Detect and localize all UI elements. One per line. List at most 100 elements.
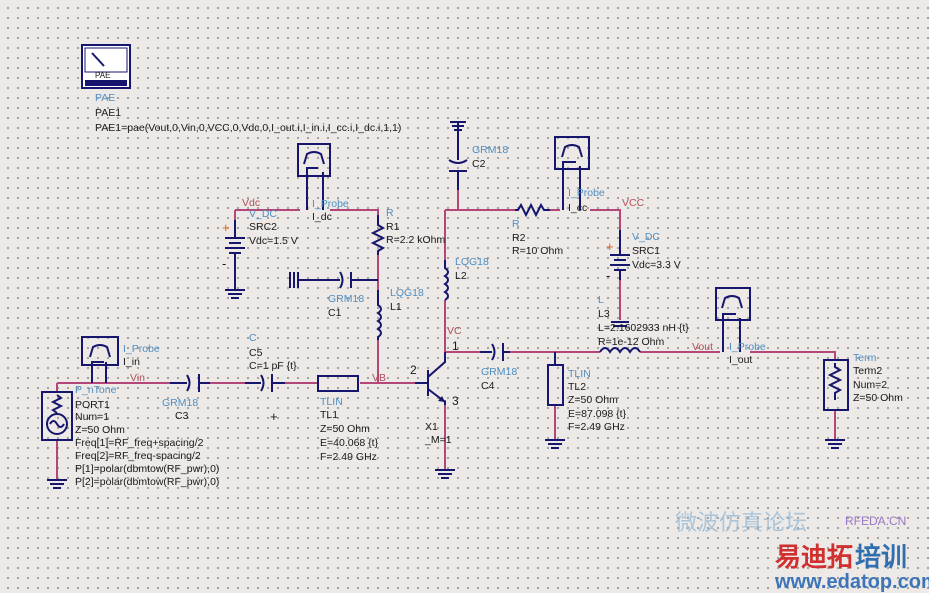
probe-in-name: I_in [123, 356, 140, 368]
r1-value: R=2.2 kOhm [386, 234, 445, 246]
tl2-name: TL2 [568, 381, 586, 393]
c5-value: C=1 pF {t} [249, 360, 297, 372]
minus-marker: - [606, 268, 610, 283]
probe-cc-name: I_cc [568, 202, 587, 214]
resistor-r1[interactable] [370, 215, 386, 255]
src2-name: SRC2 [249, 221, 277, 233]
port1-source[interactable] [41, 391, 73, 441]
l3-value: L=2.1602933 nH {t} [598, 322, 689, 334]
l1-name: L1 [390, 301, 402, 313]
src2-value: Vdc=1.5 V [249, 235, 298, 247]
probe-cc[interactable] [554, 136, 590, 210]
c3-type: GRM18 [162, 397, 198, 409]
tl2-f: F=2.49 GHz [568, 421, 625, 433]
c5-type: C [249, 332, 257, 344]
watermark-url: www.edatop.com [774, 571, 929, 593]
probe-in-type: I_Probe [123, 343, 160, 355]
capacitor-c3[interactable] [170, 374, 210, 392]
term2-z: Z=50 Ohm [853, 392, 903, 404]
capacitor-c5[interactable] [245, 374, 285, 392]
l1-type: LQG18 [390, 287, 424, 299]
resistor-r2[interactable] [515, 202, 550, 218]
term2-num: Num=2 [853, 379, 887, 391]
port1-num: Num=1 [75, 411, 109, 423]
ground-icon [825, 439, 845, 449]
net-vdc: Vdc [242, 197, 260, 209]
dc-source-src1[interactable] [610, 230, 630, 280]
net-vcc: VCC [622, 197, 645, 209]
tl2-type: TLIN [568, 368, 591, 380]
probe-dc-name: I_dc [312, 211, 332, 223]
probe-out[interactable] [715, 287, 751, 352]
watermark-cn1: 易迪拓 [775, 542, 853, 572]
probe-dc[interactable] [297, 143, 331, 210]
probe-out-name: I_out [729, 354, 752, 366]
probe-dc-type: I_Probe [312, 198, 349, 210]
c2-name: C2 [472, 158, 486, 170]
port1-name: PORT1 [75, 399, 110, 411]
port1-type: P_nTone [75, 384, 117, 396]
tl1-e: E=40.068 {t} [320, 437, 379, 449]
ground-icon [545, 439, 565, 449]
inductor-l1[interactable] [376, 290, 382, 340]
minus-marker: - [222, 256, 226, 271]
tl1-type: TLIN [320, 396, 343, 408]
r1-type: R [386, 207, 394, 219]
inductor-l3[interactable] [599, 347, 641, 354]
tline-tl1[interactable] [317, 375, 359, 392]
ground-icon [435, 469, 455, 479]
probe-in[interactable] [81, 336, 119, 383]
c4-name: C4 [481, 380, 495, 392]
tline-tl2[interactable] [547, 352, 564, 406]
tl2-e: E=87.098 {t} [568, 408, 627, 420]
port1-z: Z=50 Ohm [75, 424, 125, 436]
probe-out-type: I_Probe [729, 341, 766, 353]
watermark-site: RFEDA.CN [845, 514, 906, 528]
capacitor-c2[interactable] [448, 121, 468, 190]
l3-type: L [598, 294, 604, 306]
pae-expression: PAE1=pae(Vout,0,Vin,0,VCC,0,Vdc,0,I_out.… [95, 122, 401, 134]
term2[interactable] [823, 359, 849, 411]
l2-name: L2 [455, 270, 467, 282]
tl2-z: Z=50 Ohm [568, 394, 618, 406]
l2-type: LQG18 [455, 256, 489, 268]
c5-name: C5 [249, 347, 263, 359]
plus-marker: + [606, 239, 614, 254]
tl1-z: Z=50 Ohm [320, 423, 370, 435]
capacitor-c1[interactable] [289, 271, 378, 289]
x1-name: X1 [425, 421, 438, 433]
src1-type: V_DC [632, 231, 660, 243]
dc-source-src2[interactable] [225, 220, 245, 290]
pin-2: 2 [410, 363, 417, 377]
term2-name: Term2 [853, 365, 882, 377]
r2-name: R2 [512, 232, 526, 244]
l3-resistance: R=1e-12 Ohm [598, 336, 664, 348]
r1-name: R1 [386, 221, 400, 233]
watermark: 微波仿真论坛 RFEDA.CN 易迪拓 培训 www.edatop.com [675, 510, 929, 593]
ground-icon [611, 321, 629, 327]
l3-name: L3 [598, 308, 610, 320]
net-vin: Vin [130, 372, 145, 384]
c1-type: GRM18 [328, 293, 364, 305]
c4-type: GRM18 [481, 366, 517, 378]
port1-p2: P[2]=polar(dbmtow(RF_pwr),0) [75, 476, 219, 488]
pin-1: 1 [452, 339, 459, 353]
src1-name: SRC1 [632, 245, 660, 257]
pin-3: 3 [452, 394, 459, 408]
watermark-cn2: 培训 [855, 542, 907, 572]
capacitor-c4[interactable] [480, 343, 510, 361]
port1-freq1: Freq[1]=RF_freq+spacing/2 [75, 437, 204, 449]
transistor-x1[interactable] [415, 352, 446, 405]
src2-type: V_DC [249, 208, 277, 220]
r2-type: R [512, 218, 520, 230]
pae-type: PAE [95, 92, 115, 104]
net-vb: VB [372, 372, 386, 384]
port1-p1: P[1]=polar(dbmtow(RF_pwr),0) [75, 463, 219, 475]
net-vout: Vout [692, 341, 713, 353]
inductor-l2[interactable] [443, 260, 449, 301]
ground-icon [225, 289, 245, 299]
pae-equation-icon[interactable]: PAE [81, 44, 131, 89]
net-vc: VC [447, 325, 462, 337]
